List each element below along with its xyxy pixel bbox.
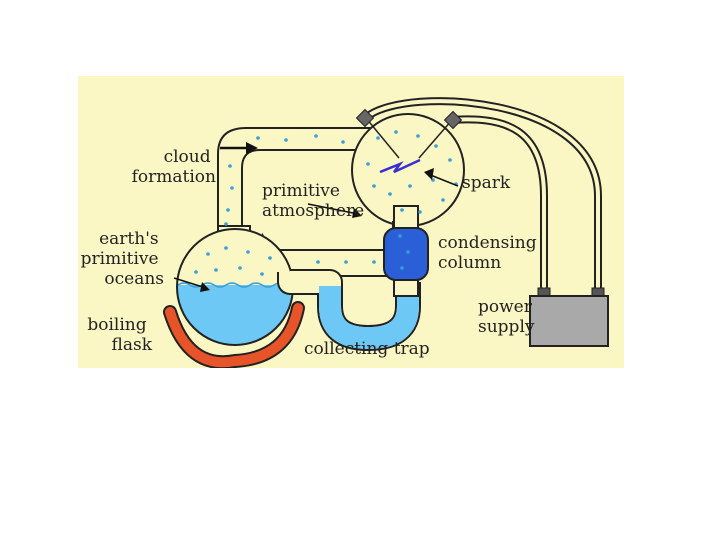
label-boiling-flask-line1: boiling	[87, 315, 146, 335]
label-condensing-column: condensing column	[438, 233, 542, 273]
label-power-supply: power supply	[478, 297, 537, 337]
label-spark: spark	[462, 173, 511, 193]
heater	[163, 301, 305, 368]
label-boiling-flask-line2: flask	[112, 335, 153, 355]
label-power-supply-line1: power	[478, 297, 533, 317]
label-primitive-atmosphere: primitive atmosphere	[262, 181, 364, 221]
electrodes	[355, 108, 463, 159]
label-oceans-line3: oceans	[104, 269, 164, 289]
label-collecting-trap: collecting trap	[304, 339, 430, 359]
label-cloud-formation-line1: cloud	[164, 147, 211, 167]
label-primitive-atmosphere-line1: primitive	[262, 181, 340, 201]
label-earths-primitive-oceans: earth's primitive oceans	[81, 229, 164, 289]
lightning-bolt-icon	[379, 158, 421, 174]
label-power-supply-line2: supply	[478, 317, 535, 337]
water-droplets	[194, 130, 458, 276]
label-cloud-formation: cloud formation	[132, 147, 216, 187]
label-oceans-line2: primitive	[81, 249, 159, 269]
right-arrow-icon	[220, 142, 258, 154]
power-supply-battery	[529, 287, 609, 347]
label-condensing-column-line1: condensing	[438, 233, 537, 253]
label-cloud-formation-line2: formation	[132, 167, 216, 187]
label-boiling-flask: boiling flask	[87, 315, 152, 355]
power-wires	[365, 97, 602, 290]
label-condensing-column-line2: column	[438, 253, 501, 273]
label-primitive-atmosphere-line2: atmosphere	[262, 201, 364, 221]
pointer-lines	[173, 168, 459, 292]
miller-urey-diagram: cloud formation primitive atmosphere spa…	[78, 76, 624, 368]
collecting-trap-tube	[277, 269, 421, 351]
label-oceans-line1: earth's	[99, 229, 159, 249]
diagram-canvas: cloud formation primitive atmosphere spa…	[78, 76, 624, 368]
condensing-column	[383, 227, 429, 281]
